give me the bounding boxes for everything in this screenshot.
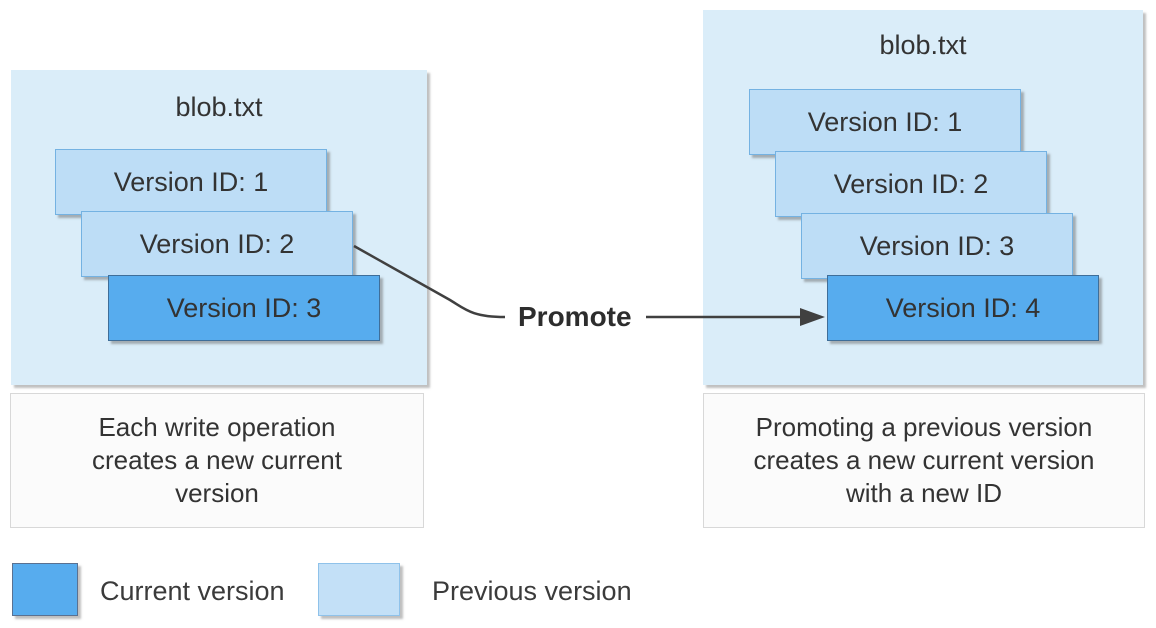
current-version-legend-label: Current version [100, 576, 285, 606]
version-box-right-1: Version ID: 1 [749, 89, 1021, 155]
version-box-label: Version ID: 3 [859, 230, 1015, 261]
left-caption-box: Each write operation creates a new curre… [10, 393, 424, 528]
promote-label: Promote [518, 301, 632, 332]
current-version-swatch [12, 563, 78, 616]
right-caption-text: Promoting a previous version creates a n… [753, 412, 1095, 508]
version-box-left-3-current: Version ID: 3 [108, 275, 380, 341]
version-box-label: Version ID: 2 [833, 168, 989, 199]
version-box-label: Version ID: 3 [166, 292, 322, 323]
version-box-right-3: Version ID: 3 [801, 213, 1073, 279]
version-box-label: Version ID: 4 [885, 292, 1041, 323]
version-box-left-1: Version ID: 1 [55, 149, 327, 215]
left-caption-text: Each write operation creates a new curre… [91, 412, 342, 508]
version-box-right-2: Version ID: 2 [775, 151, 1047, 217]
version-box-label: Version ID: 2 [139, 228, 295, 259]
previous-version-legend-label: Previous version [432, 576, 632, 606]
version-box-label: Version ID: 1 [807, 106, 963, 137]
left-blob-title: blob.txt [175, 92, 263, 122]
right-caption-box: Promoting a previous version creates a n… [703, 393, 1145, 528]
version-box-right-4-current: Version ID: 4 [827, 275, 1099, 341]
version-box-left-2: Version ID: 2 [81, 211, 353, 277]
right-blob-title: blob.txt [879, 30, 967, 60]
version-box-label: Version ID: 1 [113, 166, 269, 197]
previous-version-swatch [318, 563, 400, 616]
